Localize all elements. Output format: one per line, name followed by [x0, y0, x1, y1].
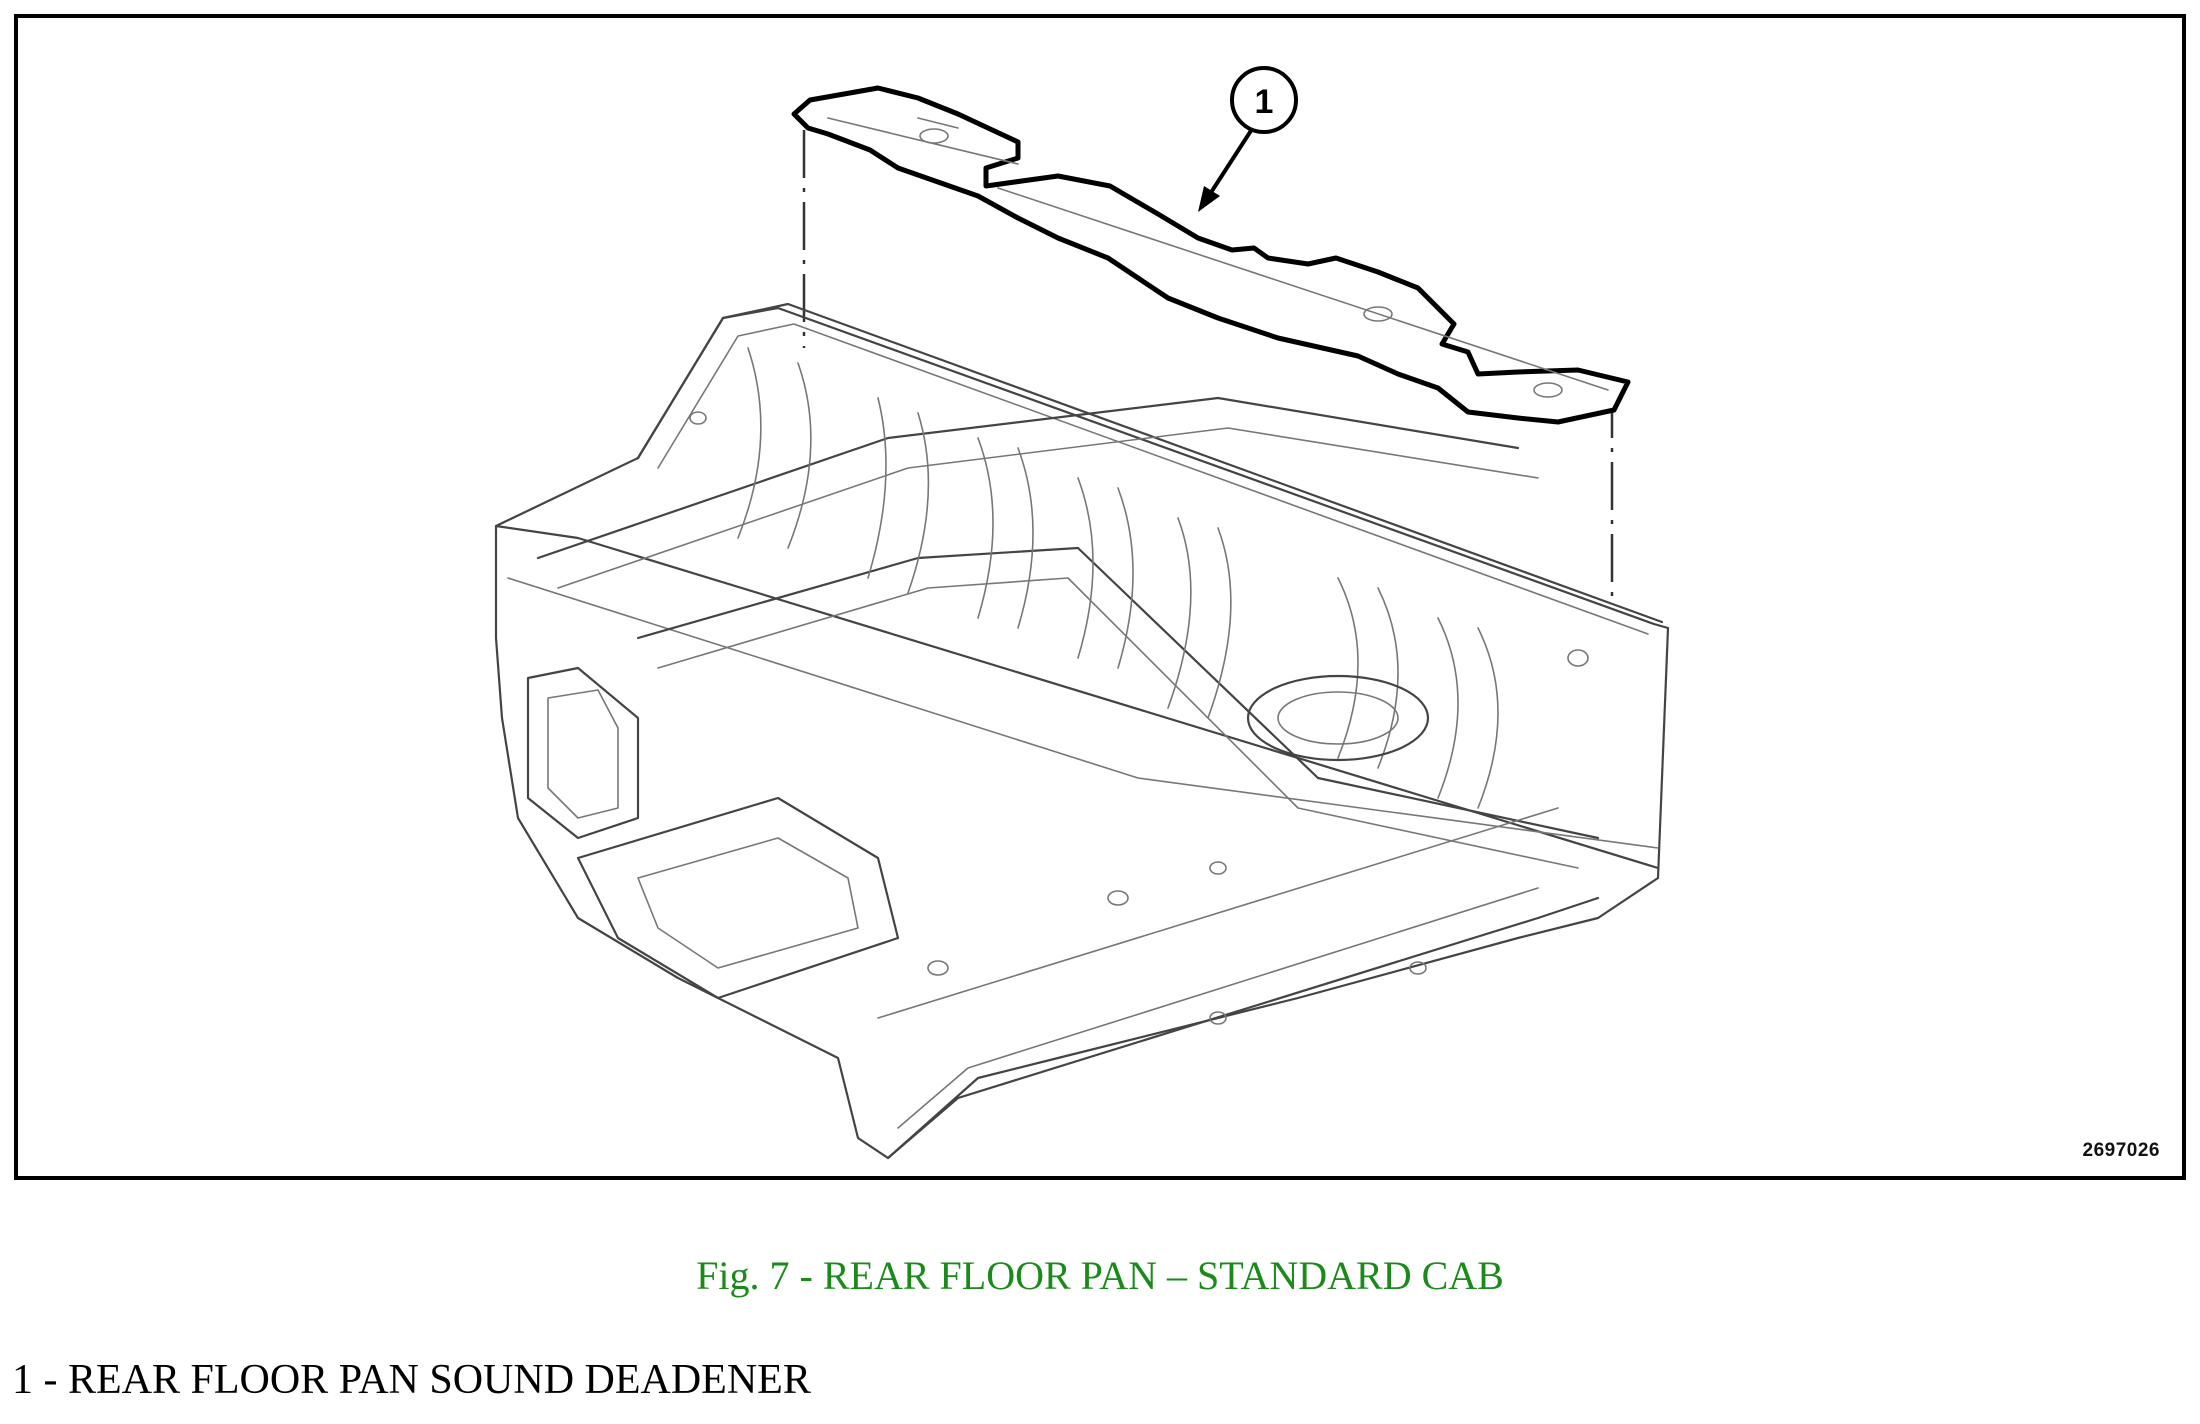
alignment-lines: [802, 130, 1614, 598]
legend-item: 1 - REAR FLOOR PAN SOUND DEADENER: [12, 1357, 811, 1403]
figure-caption: Fig. 7 - REAR FLOOR PAN – STANDARD CAB: [696, 1253, 1504, 1298]
callout-1-label: 1: [1255, 83, 1274, 121]
rear-floor-pan: [494, 302, 1670, 1160]
figure-id: 2697026: [2082, 1140, 2160, 1161]
floor-pan-diagram: 1: [494, 66, 1670, 1160]
callout-1: 1: [1198, 66, 1298, 212]
figure-frame: 1 2697026: [14, 14, 2186, 1180]
rear-floor-pan-sound-deadener: [791, 85, 1631, 425]
